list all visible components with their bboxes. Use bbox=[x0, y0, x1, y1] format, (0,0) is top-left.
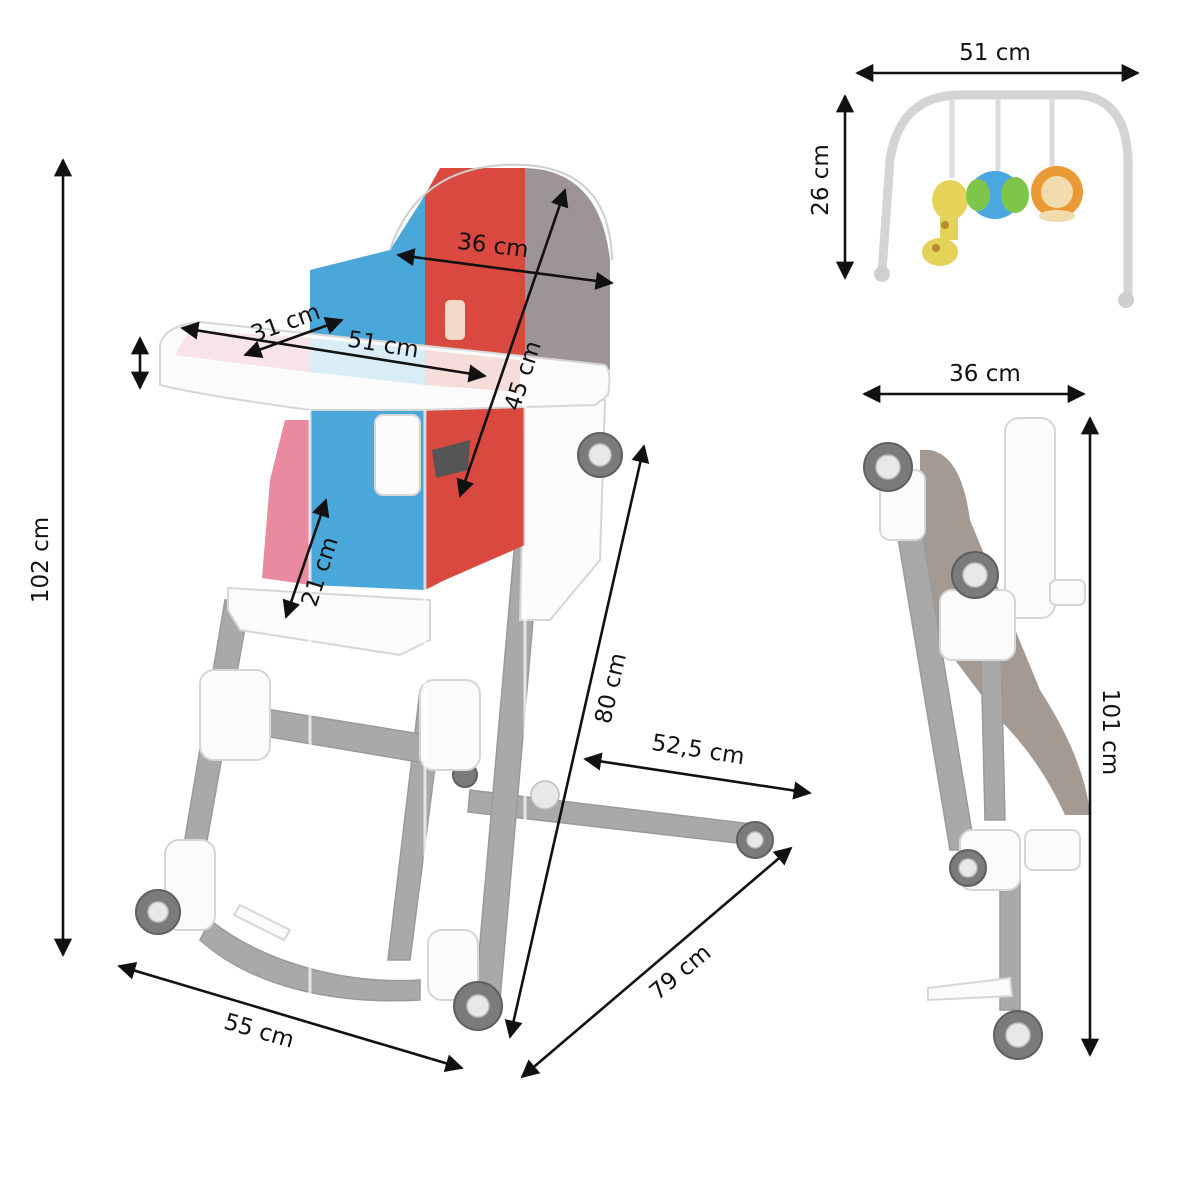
folded-base-foot bbox=[927, 976, 1014, 1002]
arrow-tray-width bbox=[180, 321, 487, 383]
arrow-base-depth bbox=[583, 752, 812, 800]
folded-tray bbox=[1004, 417, 1056, 619]
wheel-hub bbox=[746, 831, 764, 849]
rear-leg-joint bbox=[530, 780, 560, 810]
toy-bar-arch bbox=[877, 90, 1133, 305]
foot-pedal bbox=[232, 903, 292, 942]
crotch-post bbox=[374, 414, 421, 496]
arrow-base-width bbox=[117, 961, 464, 1073]
knob-hub bbox=[958, 858, 978, 878]
toy-bar-foot-right bbox=[1118, 292, 1134, 308]
arrow-backrest-height bbox=[456, 188, 569, 498]
toy-bar-illustration bbox=[874, 90, 1134, 308]
left-hinge bbox=[199, 669, 271, 761]
wheel-hub bbox=[1005, 1022, 1031, 1048]
knob-hub bbox=[588, 443, 612, 467]
knob-hub bbox=[875, 454, 901, 480]
folded-tray-handle bbox=[1049, 579, 1086, 606]
footrest bbox=[227, 586, 431, 657]
high-chair-illustration bbox=[135, 163, 774, 1031]
folded-mid-hinge bbox=[939, 589, 1016, 661]
label-folded-height: 101 cm bbox=[1097, 689, 1123, 775]
arrow-seat-height bbox=[282, 498, 330, 619]
label-folded-width: 36 cm bbox=[949, 361, 1021, 387]
elephant-toy bbox=[966, 171, 1029, 219]
toy-bar-foot-left bbox=[874, 266, 890, 282]
label-toy-height: 26 cm bbox=[808, 144, 834, 216]
label-folded-leg: 80 cm bbox=[590, 651, 631, 727]
giraffe-toy bbox=[922, 180, 968, 266]
dimension-arrows bbox=[53, 63, 1140, 1079]
label-base-diagonal: 79 cm bbox=[645, 940, 717, 1006]
arrow-base-diagonal bbox=[520, 846, 793, 1079]
seat-cushion-pink bbox=[262, 420, 310, 585]
folded-chair-illustration bbox=[863, 417, 1090, 1060]
label-toy-width: 51 cm bbox=[959, 40, 1031, 66]
wheel-hub bbox=[147, 901, 169, 923]
backrest-outline bbox=[389, 163, 613, 261]
label-base-depth: 52,5 cm bbox=[650, 730, 746, 770]
label-chair-height: 102 cm bbox=[28, 517, 54, 603]
side-frame bbox=[518, 399, 607, 621]
lion-toy bbox=[1031, 166, 1083, 222]
wheel-hub bbox=[466, 994, 490, 1018]
folded-footrest bbox=[1024, 829, 1081, 871]
right-hinge bbox=[419, 679, 481, 771]
knob-hub bbox=[962, 562, 988, 588]
harness-strap bbox=[445, 300, 465, 340]
